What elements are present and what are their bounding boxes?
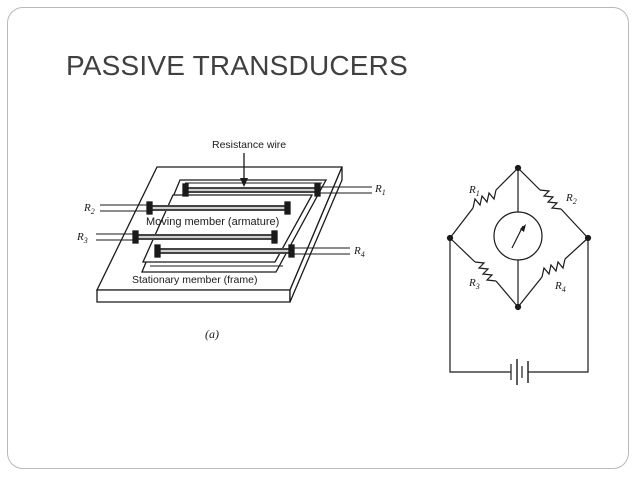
label-r3-a: R3 — [76, 231, 88, 245]
wheatstone-bridge — [446, 164, 592, 385]
resistance-wire-1 — [182, 183, 321, 197]
label-r4-a: R4 — [353, 245, 365, 259]
label-r1-bridge: R1 — [468, 184, 480, 198]
resistance-wire-2 — [146, 201, 291, 215]
resistor-r4 — [517, 237, 589, 308]
frame-side-edge — [289, 166, 343, 303]
resistor-r1 — [449, 167, 519, 239]
slide-title: PASSIVE TRANSDUCERS — [66, 50, 408, 81]
figure-caption: (a) — [205, 327, 219, 341]
moving-member-label: Moving member (armature) — [146, 216, 279, 228]
galvanometer-icon — [493, 211, 543, 261]
resistor-r2 — [517, 167, 589, 239]
supply-wire — [449, 238, 508, 373]
label-r4-bridge: R4 — [554, 280, 566, 294]
stationary-member-label: Stationary member (frame) — [132, 274, 257, 286]
slide — [7, 7, 629, 469]
label-r1-a: R1 — [374, 183, 386, 197]
label-r2-bridge: R2 — [565, 192, 577, 206]
label-r2-a: R2 — [83, 202, 95, 216]
resistance-wire-label: Resistance wire — [212, 139, 286, 151]
resistance-wire-3 — [132, 230, 278, 244]
battery-icon — [508, 359, 531, 385]
resistor-r3 — [449, 237, 519, 308]
resistance-wire-4 — [154, 244, 295, 258]
strain-gauge-figure — [95, 153, 372, 303]
label-r3-bridge: R3 — [468, 277, 480, 291]
frame-bottom-edge — [96, 289, 291, 303]
